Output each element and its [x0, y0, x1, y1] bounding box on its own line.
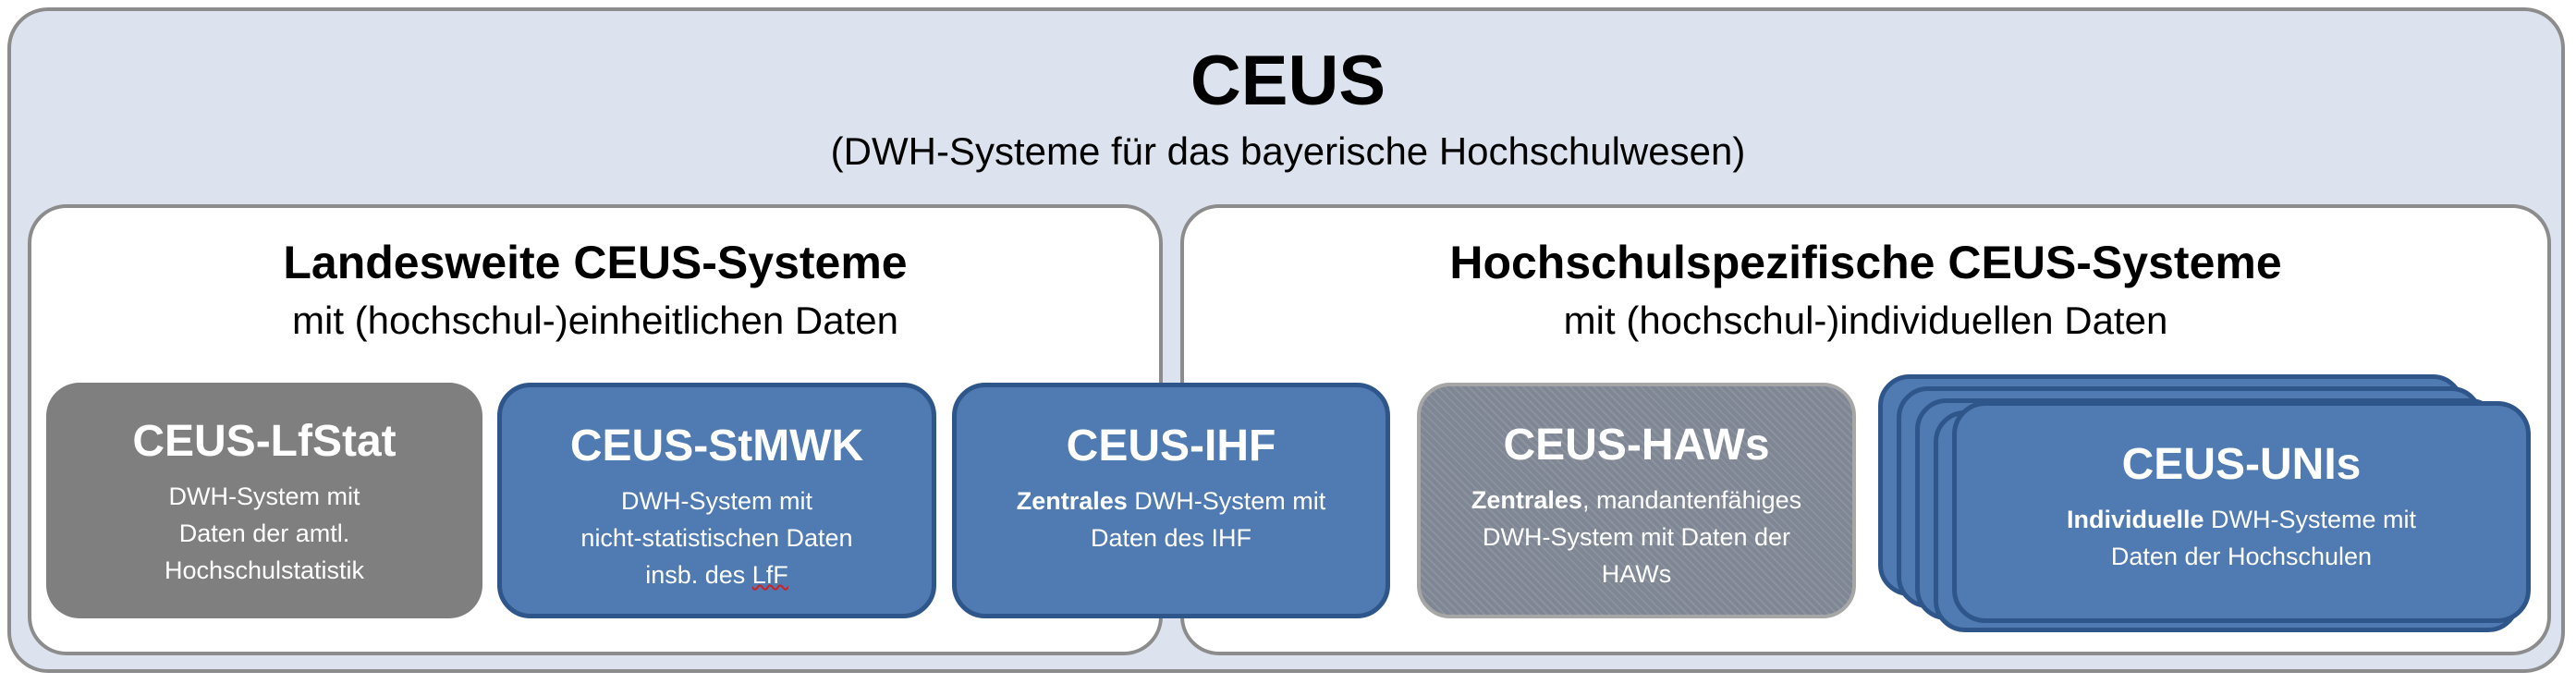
box-ceus-ihf-desc: Zentrales DWH-System mit Daten des IHF [957, 482, 1386, 556]
box-ceus-lfstat: CEUS-LfStat DWH-System mit Daten der amt… [46, 383, 482, 618]
desc-line: DWH-System mit [621, 487, 812, 515]
panel-hochschulspezifisch-title: Hochschulspezifische CEUS-Systeme [1449, 237, 2282, 288]
desc-lff: LfF [751, 561, 788, 589]
desc-line: nicht-statistischen Daten [580, 524, 853, 552]
box-ceus-unis-title: CEUS-UNIs [2121, 440, 2362, 489]
page-title: CEUS [1190, 42, 1386, 120]
panel-landesweite-subtitle: mit (hochschul-)einheitlichen Daten [292, 299, 898, 342]
box-ceus-stmwk: CEUS-StMWK DWH-System mit nicht-statisti… [497, 383, 936, 618]
box-ceus-lfstat-desc: DWH-System mit Daten der amtl. Hochschul… [46, 478, 482, 589]
desc-line: Daten der Hochschulen [2110, 543, 2373, 570]
desc-bold: Zentrales [1016, 487, 1128, 515]
box-ceus-lfstat-title: CEUS-LfStat [132, 417, 397, 466]
box-ceus-ihf-title: CEUS-IHF [1066, 421, 1276, 470]
panel-landesweite-title: Landesweite CEUS-Systeme [283, 237, 908, 288]
box-ceus-haws: CEUS-HAWs Zentrales, mandantenfähiges DW… [1417, 383, 1856, 618]
box-ceus-stmwk-title: CEUS-StMWK [569, 421, 864, 470]
desc-line: Hochschulstatistik [164, 556, 365, 584]
desc-line: DWH-System mit Daten der [1482, 523, 1791, 551]
desc-bold: Zentrales [1471, 486, 1582, 514]
desc-line: HAWs [1601, 560, 1672, 588]
desc-line: , mandantenfähiges [1581, 486, 1802, 514]
box-ceus-unis-desc: Individuelle DWH-Systeme mit Daten der H… [1957, 501, 2526, 575]
desc-line: insb. des [645, 561, 752, 589]
box-ceus-haws-desc: Zentrales, mandantenfähiges DWH-System m… [1421, 482, 1852, 592]
box-ceus-haws-title: CEUS-HAWs [1503, 421, 1770, 470]
desc-bold: Individuelle [2066, 506, 2204, 533]
desc-line: DWH-System mit [168, 482, 360, 510]
desc-line: DWH-Systeme mit [2204, 506, 2417, 533]
box-ceus-ihf: CEUS-IHF Zentrales DWH-System mit Daten … [952, 383, 1390, 618]
desc-line: Daten des IHF [1090, 524, 1252, 552]
desc-line: Daten der amtl. [178, 519, 350, 547]
page-subtitle: (DWH-Systeme für das bayerische Hochschu… [830, 129, 1746, 173]
box-ceus-unis: CEUS-UNIs Individuelle DWH-Systeme mit D… [1952, 401, 2531, 623]
desc-line: DWH-System mit [1127, 487, 1326, 515]
panel-hochschulspezifisch-subtitle: mit (hochschul-)individuellen Daten [1563, 299, 2168, 342]
box-ceus-stmwk-desc: DWH-System mit nicht-statistischen Daten… [502, 482, 932, 593]
